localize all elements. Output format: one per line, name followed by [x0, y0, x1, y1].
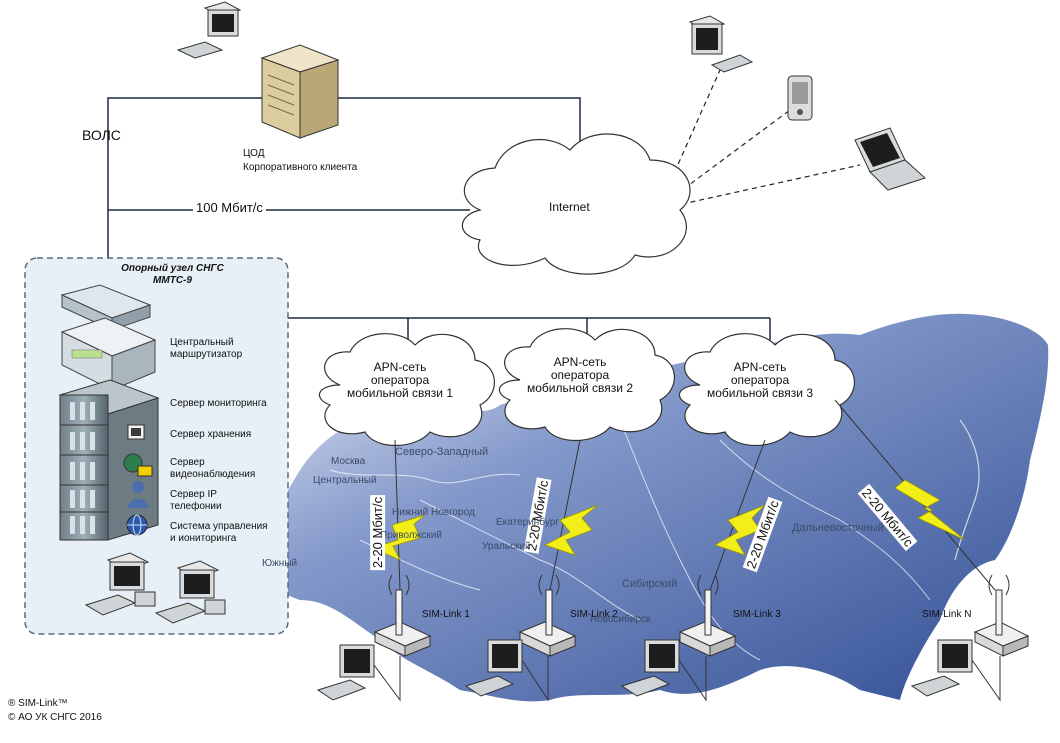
server-rack-icon — [58, 379, 160, 541]
internet-wireless-links — [659, 69, 861, 209]
management-system-label: Система управления и иониторинга — [170, 521, 268, 544]
laptop-icon — [854, 127, 926, 191]
map-label-nizhny: Нижний Новгород — [392, 507, 475, 518]
workstation-icon-1 — [84, 552, 156, 616]
router-label: Центральный маршрутизатор — [170, 337, 243, 360]
globe-icon — [126, 514, 148, 536]
internet-label: Internet — [549, 200, 590, 214]
video-server-label: Сервер видеонаблюдения — [170, 457, 256, 480]
map-label-central: Центральный — [313, 475, 377, 486]
datacenter-server-icon — [260, 44, 340, 139]
map-label-volga: Приволжский — [380, 530, 442, 541]
map-label-siberia: Сибирский — [622, 578, 678, 590]
apn-cloud-2 — [498, 328, 675, 442]
storage-server-label: Сервер хранения — [170, 429, 252, 440]
map-label-fareast: Дальневосточный — [792, 522, 884, 534]
workstation-icon-2 — [154, 560, 226, 624]
client-pc-icon — [176, 1, 242, 59]
map-label-northwest: Северо-Западный — [395, 446, 489, 458]
pda-icon — [787, 75, 813, 121]
monitoring-icon — [127, 424, 145, 440]
switch-icon — [60, 284, 152, 331]
footer-trademark: ® SIM-Link™ — [8, 698, 68, 709]
footer-copyright: © АО УК СНГС 2016 — [8, 712, 102, 723]
map-label-novosibirsk: Новосибирск — [590, 614, 651, 625]
node-title-line1: Опорный узел СНГС — [121, 263, 224, 274]
terminal-2 — [464, 574, 577, 702]
terminal-1-label: SIM-Link 1 — [422, 609, 470, 620]
map-label-moscow: Москва — [331, 456, 366, 467]
apn-network-1-label: APN-сеть оператора мобильной связи 1 — [346, 360, 454, 400]
apn-network-2-label: APN-сеть оператора мобильной связи 2 — [526, 355, 634, 395]
apn-cloud-3 — [678, 333, 855, 447]
map-label-ekaterinburg: Екатеринбург — [496, 517, 559, 528]
internet-cloud — [461, 133, 691, 275]
map-label-ural: Уральский — [482, 541, 531, 552]
datacenter-title: ЦОД — [243, 148, 265, 159]
terminal-3-label: SIM-Link 3 — [733, 609, 781, 620]
apn-network-3-label: APN-сеть оператора мобильной связи 3 — [706, 360, 814, 400]
remote-pc-icon — [688, 15, 754, 73]
apn-cloud-1 — [318, 333, 495, 447]
backbone-rate-label: 100 Мбит/с — [193, 200, 266, 215]
node-title-line2: ММТС-9 — [153, 275, 192, 286]
map-label-south: Южный — [262, 558, 298, 569]
terminal-n-label: SIM-Link N — [922, 609, 972, 620]
terminal-2-label: SIM-Link 2 — [570, 609, 618, 620]
fiber-link-label: ВОЛС — [82, 127, 121, 143]
ip-phone-user-icon — [128, 481, 148, 508]
datacenter-subtitle: Корпоративного клиента — [243, 162, 358, 173]
ip-phone-server-label: Сервер IP телефонии — [170, 489, 222, 512]
video-icon — [123, 453, 153, 477]
terminal-3 — [620, 574, 737, 702]
terminal-n — [910, 574, 1030, 702]
router-icon — [60, 317, 157, 391]
monitoring-server-label: Сервер мониторинга — [170, 398, 267, 409]
lightning-bolts — [370, 479, 966, 561]
terminal-1 — [316, 574, 432, 702]
